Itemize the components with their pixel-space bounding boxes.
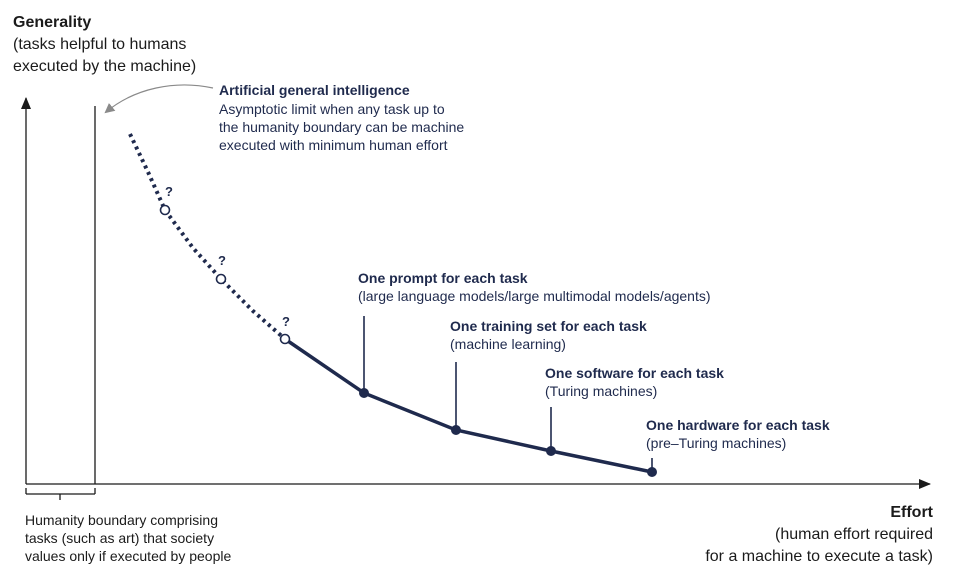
unknown-point-2 xyxy=(215,273,227,285)
agi-description-line-2: the humanity boundary can be machine xyxy=(219,119,464,135)
unknown-point-1 xyxy=(159,204,171,216)
x-axis-subtitle-line-1: (human effort required xyxy=(775,526,933,543)
milestone-point-prompt xyxy=(359,388,369,398)
milestone-detail-prompt: (large language models/large multimodal … xyxy=(358,288,711,304)
milestone-title-hardware: One hardware for each task xyxy=(646,417,830,433)
unknown-mark-2: ? xyxy=(218,253,226,268)
y-axis-subtitle-line-1: (tasks helpful to humans xyxy=(13,36,186,53)
x-axis-subtitle-line-2: for a machine to execute a task) xyxy=(705,548,933,565)
unknown-point-3 xyxy=(279,333,291,345)
humanity-boundary-note-line-2: tasks (such as art) that society xyxy=(25,530,214,546)
humanity-boundary-bracket xyxy=(25,488,96,500)
milestone-detail-training-set: (machine learning) xyxy=(450,336,566,352)
known-curve-segment xyxy=(284,337,653,474)
agi-pointer-arrow xyxy=(104,84,214,114)
milestone-point-software xyxy=(546,446,556,456)
unknown-mark-3: ? xyxy=(282,314,290,329)
milestone-title-prompt: One prompt for each task xyxy=(358,270,528,286)
milestone-point-hardware xyxy=(647,467,657,477)
milestone-detail-hardware: (pre–Turing machines) xyxy=(646,435,786,451)
humanity-boundary-note-line-3: values only if executed by people xyxy=(25,548,231,564)
milestone-point-training-set xyxy=(451,425,461,435)
y-axis-title: Generality xyxy=(13,14,91,31)
y-axis-subtitle-line-2: executed by the machine) xyxy=(13,58,196,75)
humanity-boundary-note-line-1: Humanity boundary comprising xyxy=(25,512,218,528)
x-axis-title: Effort xyxy=(890,504,933,521)
milestone-detail-software: (Turing machines) xyxy=(545,383,657,399)
speculative-curve-segment xyxy=(128,133,287,341)
milestone-title-training-set: One training set for each task xyxy=(450,318,647,334)
agi-description-line-3: executed with minimum human effort xyxy=(219,137,448,153)
agi-title: Artificial general intelligence xyxy=(219,82,410,98)
milestone-title-software: One software for each task xyxy=(545,365,724,381)
agi-description-line-1: Asymptotic limit when any task up to xyxy=(219,101,445,117)
unknown-mark-1: ? xyxy=(165,184,173,199)
